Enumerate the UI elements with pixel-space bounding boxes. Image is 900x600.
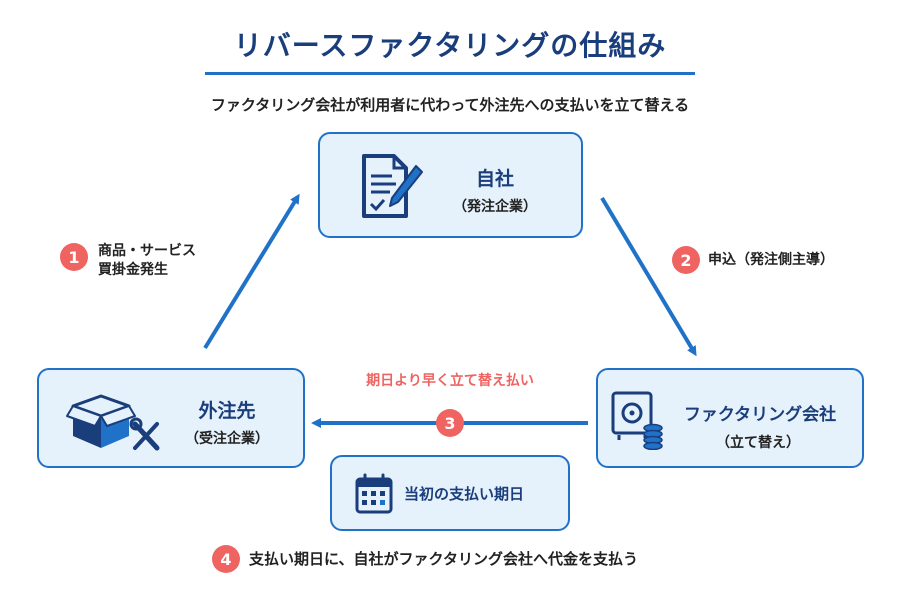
node-factor-sub: （立て替え）	[716, 435, 800, 451]
step-3-label: 期日より早く立て替え払い	[366, 373, 534, 389]
node-self: 自社 （発注企業）	[318, 132, 583, 238]
step-3-badge: 3	[436, 409, 464, 437]
node-due-date: 当初の支払い期日	[330, 455, 570, 531]
box-tools-icon	[66, 394, 160, 451]
step-2-label: 申込（発注側主導）	[708, 252, 834, 268]
title-underline	[205, 72, 695, 75]
step-1-line1: 商品・サービス	[98, 243, 196, 259]
step-1-badge: 1	[60, 243, 88, 271]
safe-coins-icon	[611, 391, 663, 450]
node-factor-title: ファクタリング会社	[683, 405, 837, 425]
document-pen-icon	[362, 154, 423, 218]
node-vendor-sub: （受注企業）	[185, 431, 269, 447]
node-vendor: 外注先 （受注企業）	[37, 368, 305, 468]
node-self-title: 自社	[475, 168, 514, 190]
node-vendor-title: 外注先	[198, 400, 256, 422]
step-1-line2: 買掛金発生	[98, 262, 168, 278]
step-2-badge: 2	[672, 246, 700, 274]
arrow-vendor-to-self	[203, 193, 300, 350]
page-subtitle: ファクタリング会社が利用者に代わって外注先への支払いを立て替える	[210, 96, 690, 114]
step-4-badge: 4	[212, 545, 240, 573]
arrow-self-to-factor	[600, 196, 697, 357]
step-4-label: 支払い期日に、自社がファクタリング会社へ代金を支払う	[249, 550, 638, 568]
page-title: リバースファクタリングの仕組み	[233, 29, 667, 62]
node-due-title: 当初の支払い期日	[404, 485, 525, 503]
node-factor: ファクタリング会社 （立て替え）	[596, 368, 864, 468]
node-self-sub: （発注企業）	[453, 199, 537, 215]
calendar-icon	[355, 473, 393, 514]
